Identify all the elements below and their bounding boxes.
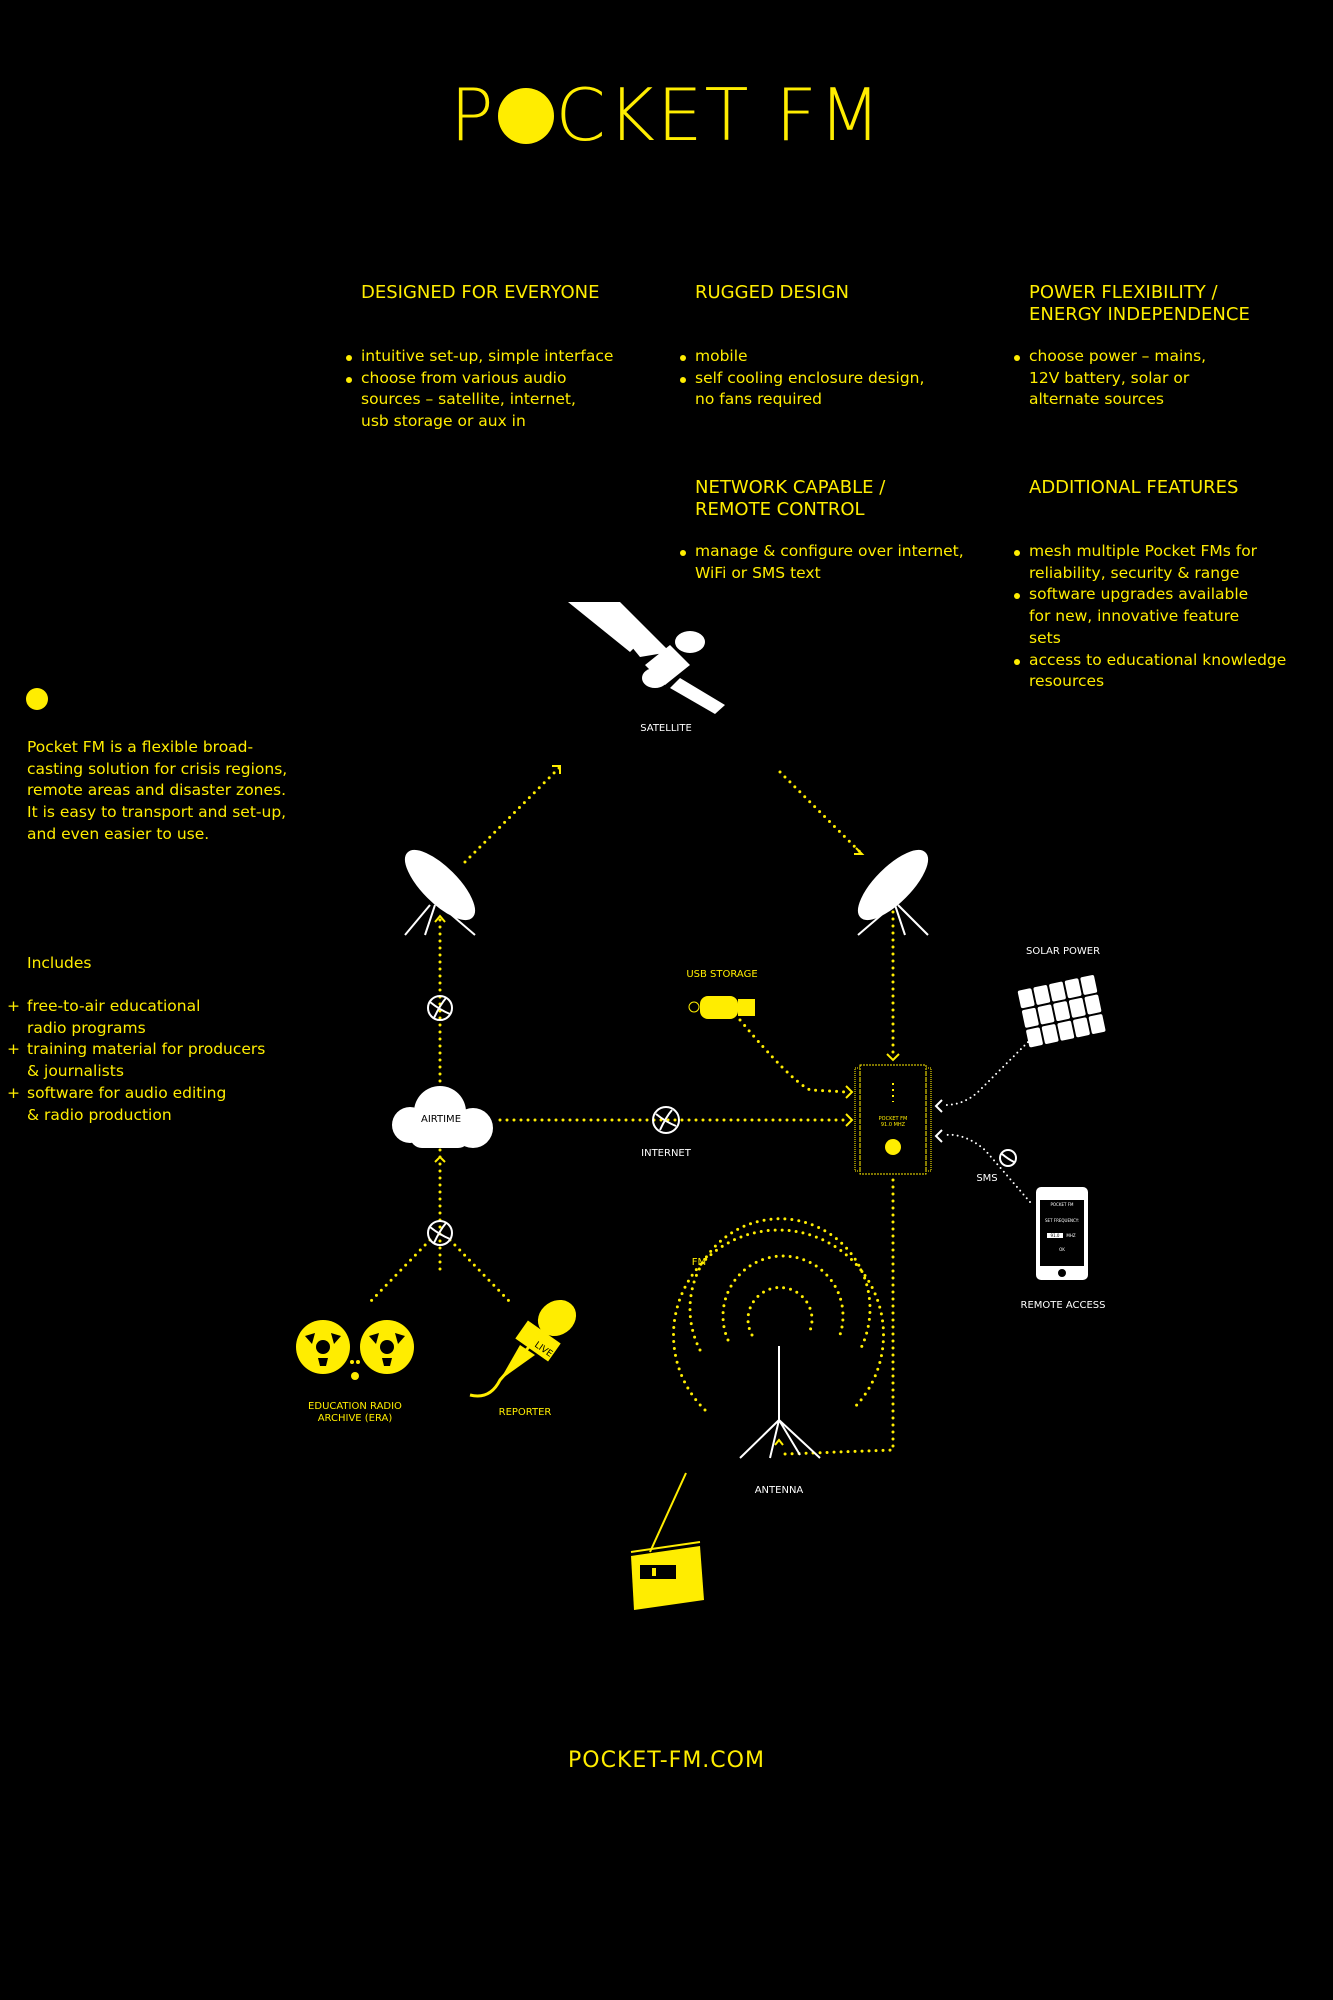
solar-cell bbox=[1017, 988, 1035, 1009]
label-fm: FM bbox=[691, 1257, 707, 1268]
solar-cell bbox=[1068, 997, 1086, 1018]
solar-cell bbox=[1037, 1004, 1055, 1025]
svg-text:MHZ: MHZ bbox=[1066, 1233, 1075, 1238]
label-satellite: SATELLITE bbox=[640, 723, 692, 734]
remote-lines bbox=[944, 1034, 1036, 1203]
label-remote-access: REMOTE ACCESS bbox=[1020, 1300, 1106, 1311]
solar-cell bbox=[1033, 985, 1051, 1005]
globe-icon bbox=[999, 1149, 1017, 1167]
solar-cell bbox=[1088, 1014, 1106, 1034]
cloud-icon bbox=[392, 1086, 493, 1148]
usb-storage-icon bbox=[688, 996, 755, 1019]
arrow-heads bbox=[434, 765, 900, 1446]
svg-text:SET FREQUENCY:: SET FREQUENCY: bbox=[1045, 1218, 1079, 1223]
intro-text: Pocket FM is a flexible broad-casting so… bbox=[27, 738, 288, 843]
intro-dot bbox=[26, 688, 48, 710]
phone-icon: POCKET FM SET FREQUENCY: 91.0 MHZ OK bbox=[1036, 1187, 1088, 1280]
satellite-icon bbox=[568, 602, 725, 714]
solar-cell bbox=[1041, 1024, 1059, 1044]
label-sms: SMS bbox=[976, 1173, 998, 1184]
solar-cell bbox=[1080, 975, 1098, 995]
satellite-dish-right-icon bbox=[857, 849, 929, 936]
svg-text:91.0: 91.0 bbox=[1051, 1233, 1060, 1238]
globe-icon bbox=[652, 1106, 680, 1134]
svg-text:91.0 MHZ: 91.0 MHZ bbox=[881, 1122, 906, 1128]
includes-list: free-to-air educational radio programs t… bbox=[7, 996, 277, 1126]
solar-cell bbox=[1026, 1027, 1043, 1048]
solar-cell bbox=[1021, 1007, 1039, 1028]
label-airtime: AIRTIME bbox=[420, 1114, 462, 1125]
label-reporter: REPORTER bbox=[498, 1407, 552, 1418]
svg-text:POCKET FM: POCKET FM bbox=[879, 1116, 908, 1122]
radio-icon bbox=[630, 1472, 704, 1610]
label-antenna: ANTENNA bbox=[754, 1485, 804, 1496]
solar-cell bbox=[1057, 1020, 1075, 1041]
feature-designed-for-everyone: DESIGNED FOR EVERYONE intuitive set-up, … bbox=[346, 282, 641, 433]
svg-text:OK: OK bbox=[1059, 1247, 1065, 1252]
satellite-dish-left-icon bbox=[404, 849, 476, 936]
antenna-icon bbox=[739, 1346, 821, 1459]
label-era: EDUCATION RADIO ARCHIVE (ERA) bbox=[308, 1401, 402, 1424]
logo-dot bbox=[497, 88, 554, 144]
pocket-fm-device-icon: POCKET FM 91.0 MHZ bbox=[854, 1064, 932, 1175]
solar-cell bbox=[1084, 994, 1102, 1015]
solar-cell bbox=[1073, 1017, 1090, 1038]
label-solar-power: SOLAR POWER bbox=[1025, 946, 1101, 957]
includes-heading: Includes bbox=[27, 954, 92, 972]
globe-icon bbox=[427, 995, 453, 1021]
svg-text:POCKET FM: POCKET FM bbox=[1051, 1202, 1075, 1207]
feature-network-capable: NETWORK CAPABLE / REMOTE CONTROL manage … bbox=[680, 477, 975, 584]
globe-icon bbox=[427, 1220, 453, 1246]
arrow-sms bbox=[934, 1129, 943, 1143]
solar-panel-icon bbox=[1017, 975, 1106, 1048]
label-usb-storage: USB STORAGE bbox=[686, 969, 758, 980]
website-link[interactable]: POCKET-FM.COM bbox=[568, 1748, 765, 1773]
tape-reels-icon bbox=[296, 1320, 414, 1380]
solar-cell bbox=[1064, 978, 1082, 999]
solar-cell bbox=[1053, 1001, 1070, 1022]
feature-power-flexibility: POWER FLEXIBILITY / ENERGY INDEPENDENCE … bbox=[1014, 282, 1309, 411]
arrow-solar bbox=[934, 1099, 943, 1113]
microphone-icon: LIVE bbox=[469, 1299, 577, 1398]
solar-cell bbox=[1049, 981, 1066, 1002]
label-internet: INTERNET bbox=[641, 1148, 691, 1159]
feature-additional: ADDITIONAL FEATURES mesh multiple Pocket… bbox=[1014, 477, 1309, 693]
